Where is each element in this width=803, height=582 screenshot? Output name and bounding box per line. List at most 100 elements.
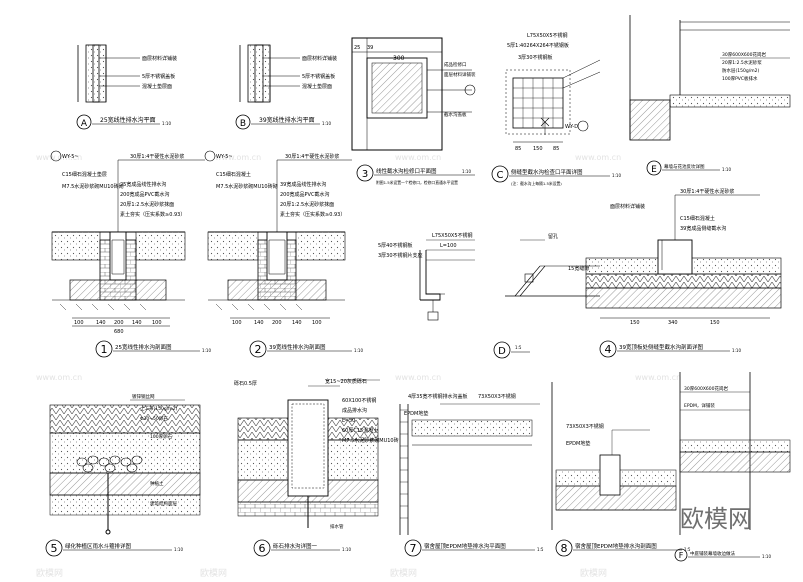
title-3-note: 附图1.5米设置一个检修口，检修口直通水平设置 — [376, 180, 458, 185]
section-2-wy-tag: WY-5~ — [216, 154, 233, 160]
title-7: 7 宿舍屋顶EPDM地垫排水沟平面图 1:5 — [404, 539, 544, 557]
faint-watermark-layer: www.om.cn www.om.cn www.om.cn www.om.cn … — [36, 153, 681, 579]
watermark-url: www.om.cn — [36, 373, 82, 382]
section-8-label-angle: 73X50X3不锈钢 — [566, 423, 604, 430]
title-d-mark: D — [498, 346, 506, 357]
plan-3-dim-39: 39 — [367, 45, 373, 51]
title-f-mark: F — [679, 551, 684, 560]
title-4: 4 39宽顶板处侧缝型截水沟剖面详图 1:10 — [599, 340, 741, 358]
section-7-label-angle: 73X50X3不锈钢 — [478, 393, 516, 400]
section-5-label-soil: 种植土 — [150, 480, 164, 487]
plan-a-label-cover: 5厚不锈钢盖板 — [142, 73, 175, 80]
title-5-text: 绿化种植区雨水斗箍排详图 — [65, 542, 132, 550]
section-1-wy-tag: WY-5~ — [62, 154, 79, 160]
section-2-dim-100b: 100 — [312, 320, 322, 326]
watermark-url: www.om.cn — [215, 153, 261, 162]
section-1-dim-140b: 140 — [132, 320, 142, 326]
detail-d-gap: 15宽缝隙 — [568, 265, 589, 272]
section-1-label-soil: 素土夯实（压实系数≥0.93） — [120, 211, 185, 218]
section-5 — [49, 399, 201, 535]
title-4-mark: 4 — [605, 343, 612, 356]
section-1-label-channel: 25宽成品线性排水沟 — [120, 181, 166, 188]
title-c: C 侧缝型截水沟检查口平面详图 1:10 (注：截水沟上每隔1.5米设置) — [491, 165, 621, 186]
section-1-dim-140: 140 — [96, 320, 106, 326]
title-b-mark: B — [240, 119, 246, 129]
brand-watermark: 欧模网 — [680, 505, 752, 533]
title-5-mark: 5 — [51, 542, 58, 555]
section-4-dim-a: 150 — [630, 320, 640, 326]
title-a-mark: A — [81, 119, 88, 129]
section-7-label-epdm: EPDM地垫 — [404, 410, 428, 417]
plan-3-dim-25: 25 — [354, 45, 360, 51]
section-2-label-mortar: 30厚1:4干硬性水泥砂浆 — [285, 153, 339, 160]
watermark-url: www.om.cn — [395, 153, 441, 162]
section-5-label-structure: 建筑结构面层 — [150, 500, 177, 507]
title-1: 1 25宽线性排水沟剖面图 1:10 — [95, 340, 211, 358]
section-5-label-gravel: 100厚卵石 — [150, 433, 173, 440]
detail-f — [679, 372, 791, 535]
title-6: 6 砾石排水沟详图一 1:10 — [253, 539, 351, 557]
section-1-dim-100: 100 — [74, 320, 84, 326]
title-5-scale: 1:10 — [174, 547, 183, 552]
watermark-url: www.om.cn — [36, 153, 82, 162]
plan-3-note-surface: 面层材料详铺装 — [444, 71, 476, 78]
section-4 — [585, 194, 782, 319]
title-1-text: 25宽线性排水沟剖面图 — [115, 343, 172, 351]
section-8 — [551, 382, 677, 530]
section-6-label-steel: 60X100不锈钢 — [342, 397, 376, 404]
section-4-label-mortar: 30厚1:4干硬性水泥砂浆 — [680, 188, 734, 195]
title-e-text: 幕墙与花池反坎详图 — [664, 163, 705, 170]
section-1-dim-680: 680 — [114, 329, 124, 335]
section-1-dim-200: 200 — [114, 320, 124, 326]
watermark-url: www.om.cn — [395, 373, 441, 382]
plan-c-dim-85: 85 — [515, 146, 521, 152]
plan-b-label-cover: 5厚不锈钢盖板 — [302, 73, 335, 80]
plan-c-bolt-label: 3厚30不锈钢板 — [518, 54, 553, 61]
section-2-label-channel: 39宽成品线性排水沟 — [280, 181, 326, 188]
title-c-scale: 1:10 — [612, 173, 621, 178]
title-2-mark: 2 — [255, 343, 262, 356]
section-6-label-channel: 成品排水沟 — [342, 407, 367, 414]
title-2-scale: 1:10 — [354, 348, 363, 353]
section-7-label-cover: 4厚35宽不锈钢排水沟盖板 — [408, 393, 468, 400]
section-1-label-c15: C15细石混凝土垫层 — [62, 171, 107, 178]
section-2-label-pvc: 200宽成品PVC截水沟 — [280, 191, 329, 198]
title-2-text: 39宽线性排水沟剖面图 — [269, 343, 326, 351]
title-b: B 39宽线性排水沟平面 1:10 — [235, 114, 331, 130]
watermark-brand: 欧模网 — [390, 567, 417, 579]
section-2-label-brick: M7.5水泥砂浆砌MU10砖砌 — [216, 183, 278, 190]
section-2-dim-100: 100 — [232, 320, 242, 326]
plan-b-label-base: 混凝土垫层面 — [302, 83, 332, 90]
section-4-label-surface: 面层材料详铺装 — [610, 203, 645, 210]
plan-3 — [351, 37, 476, 151]
section-2-dim-140: 140 — [254, 320, 264, 326]
title-8-scale: 1:5 — [684, 547, 691, 552]
detail-d — [419, 239, 600, 321]
plan-b-label-surface: 面层材料详铺装 — [302, 55, 337, 62]
detail-e — [629, 15, 791, 141]
section-1-label-pvc: 200宽成品PVC截水沟 — [120, 191, 169, 198]
plan-a — [77, 44, 140, 103]
title-e-scale: 1:10 — [722, 167, 731, 172]
section-5-label-pebbles: Φ30~50卵石 — [140, 415, 168, 422]
detail-e-label-waterproof: 防水层(150g/m2) — [722, 67, 759, 74]
title-b-scale: 1:10 — [322, 121, 331, 126]
title-7-scale: 1:5 — [537, 547, 544, 552]
section-5-label-geotextile: 土工布(150g/m2) — [140, 405, 177, 412]
section-1-label-mortar: 30厚1:4干硬性水泥砂浆 — [130, 153, 184, 160]
plan-3-note-opening: 成品检修口 — [444, 61, 467, 68]
detail-d-hole: 留孔 — [548, 233, 558, 240]
title-1-scale: 1:10 — [202, 348, 211, 353]
section-6-label-length: L=50 — [342, 418, 355, 424]
title-6-mark: 6 — [259, 542, 266, 555]
title-b-text: 39宽线性排水沟平面 — [259, 116, 315, 124]
title-3-text: 线性截水沟检修口平面图 — [376, 167, 437, 175]
section-2 — [204, 150, 352, 319]
title-a-scale: 1:10 — [162, 121, 171, 126]
section-4-label-channel: 39宽成品侧缝截水沟 — [680, 225, 726, 232]
section-6-label-pipe: 排水管 — [330, 523, 344, 530]
detail-e-label-stone: 30厚600X600花岗岩 — [722, 51, 766, 58]
detail-d-angle: L75X50X5不锈钢 — [432, 232, 473, 239]
section-1 — [50, 150, 205, 327]
